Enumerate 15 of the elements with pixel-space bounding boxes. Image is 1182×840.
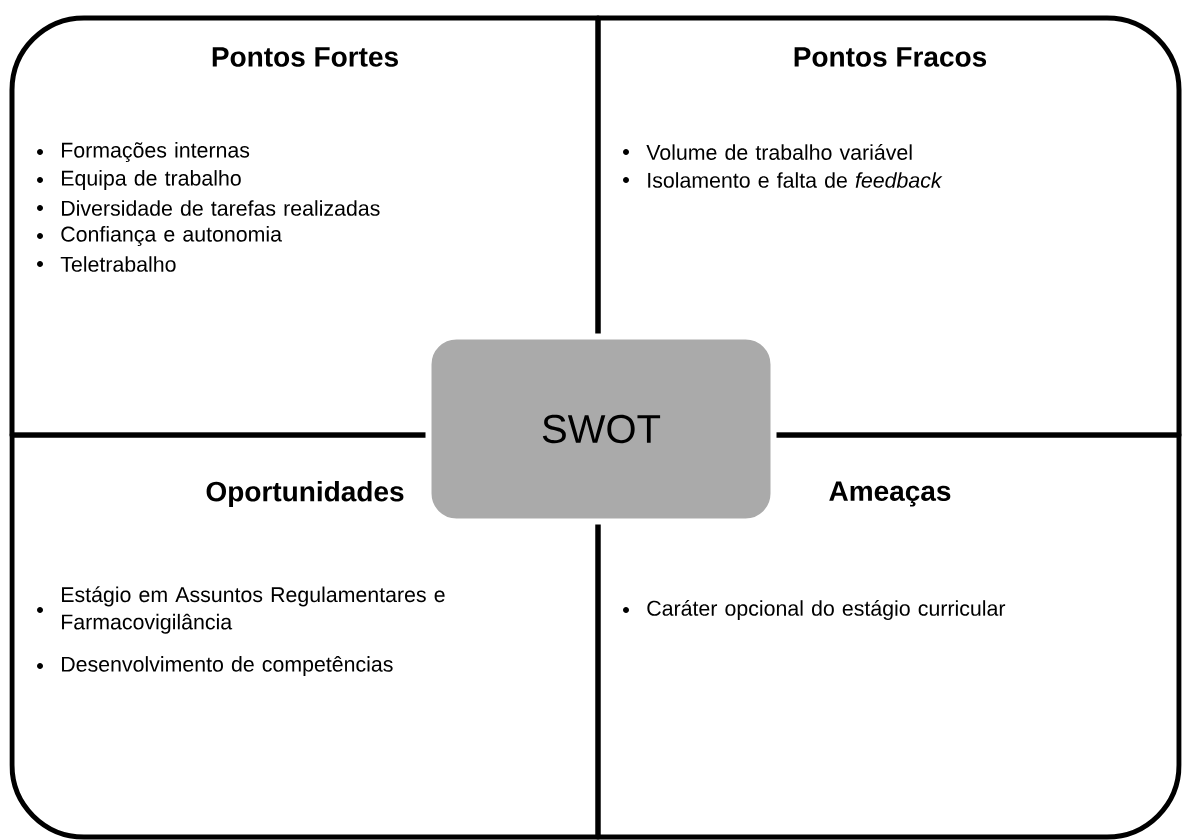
center-box: SWOT xyxy=(425,333,777,525)
bullet-item: Estágio em Assuntos Regulamentares e Farmacovigilância xyxy=(37,586,445,634)
bullet-item: Diversidade de tarefas realizadas xyxy=(37,200,380,216)
bullet-item: Teletrabalho xyxy=(37,256,176,272)
bullet-item: Isolamento e falta de feedback xyxy=(623,172,943,188)
quadrant-heading: Pontos Fortes xyxy=(212,47,398,67)
bullet-item: Formações internas xyxy=(37,142,250,162)
quadrant-heading: Pontos Fracos xyxy=(794,47,987,67)
bullet-item: Caráter opcional do estágio curricular xyxy=(623,599,1006,621)
bullet-item: Confiança e autonomia xyxy=(37,226,282,246)
bullet-item: Equipa de trabalho xyxy=(37,170,241,190)
quadrant-heading: Oportunidades xyxy=(206,480,404,508)
bullet-item: Volume de trabalho variável xyxy=(623,144,912,160)
bullet-item: Desenvolvimento de competências xyxy=(37,656,393,676)
quadrant-heading: Ameaças xyxy=(829,481,951,507)
